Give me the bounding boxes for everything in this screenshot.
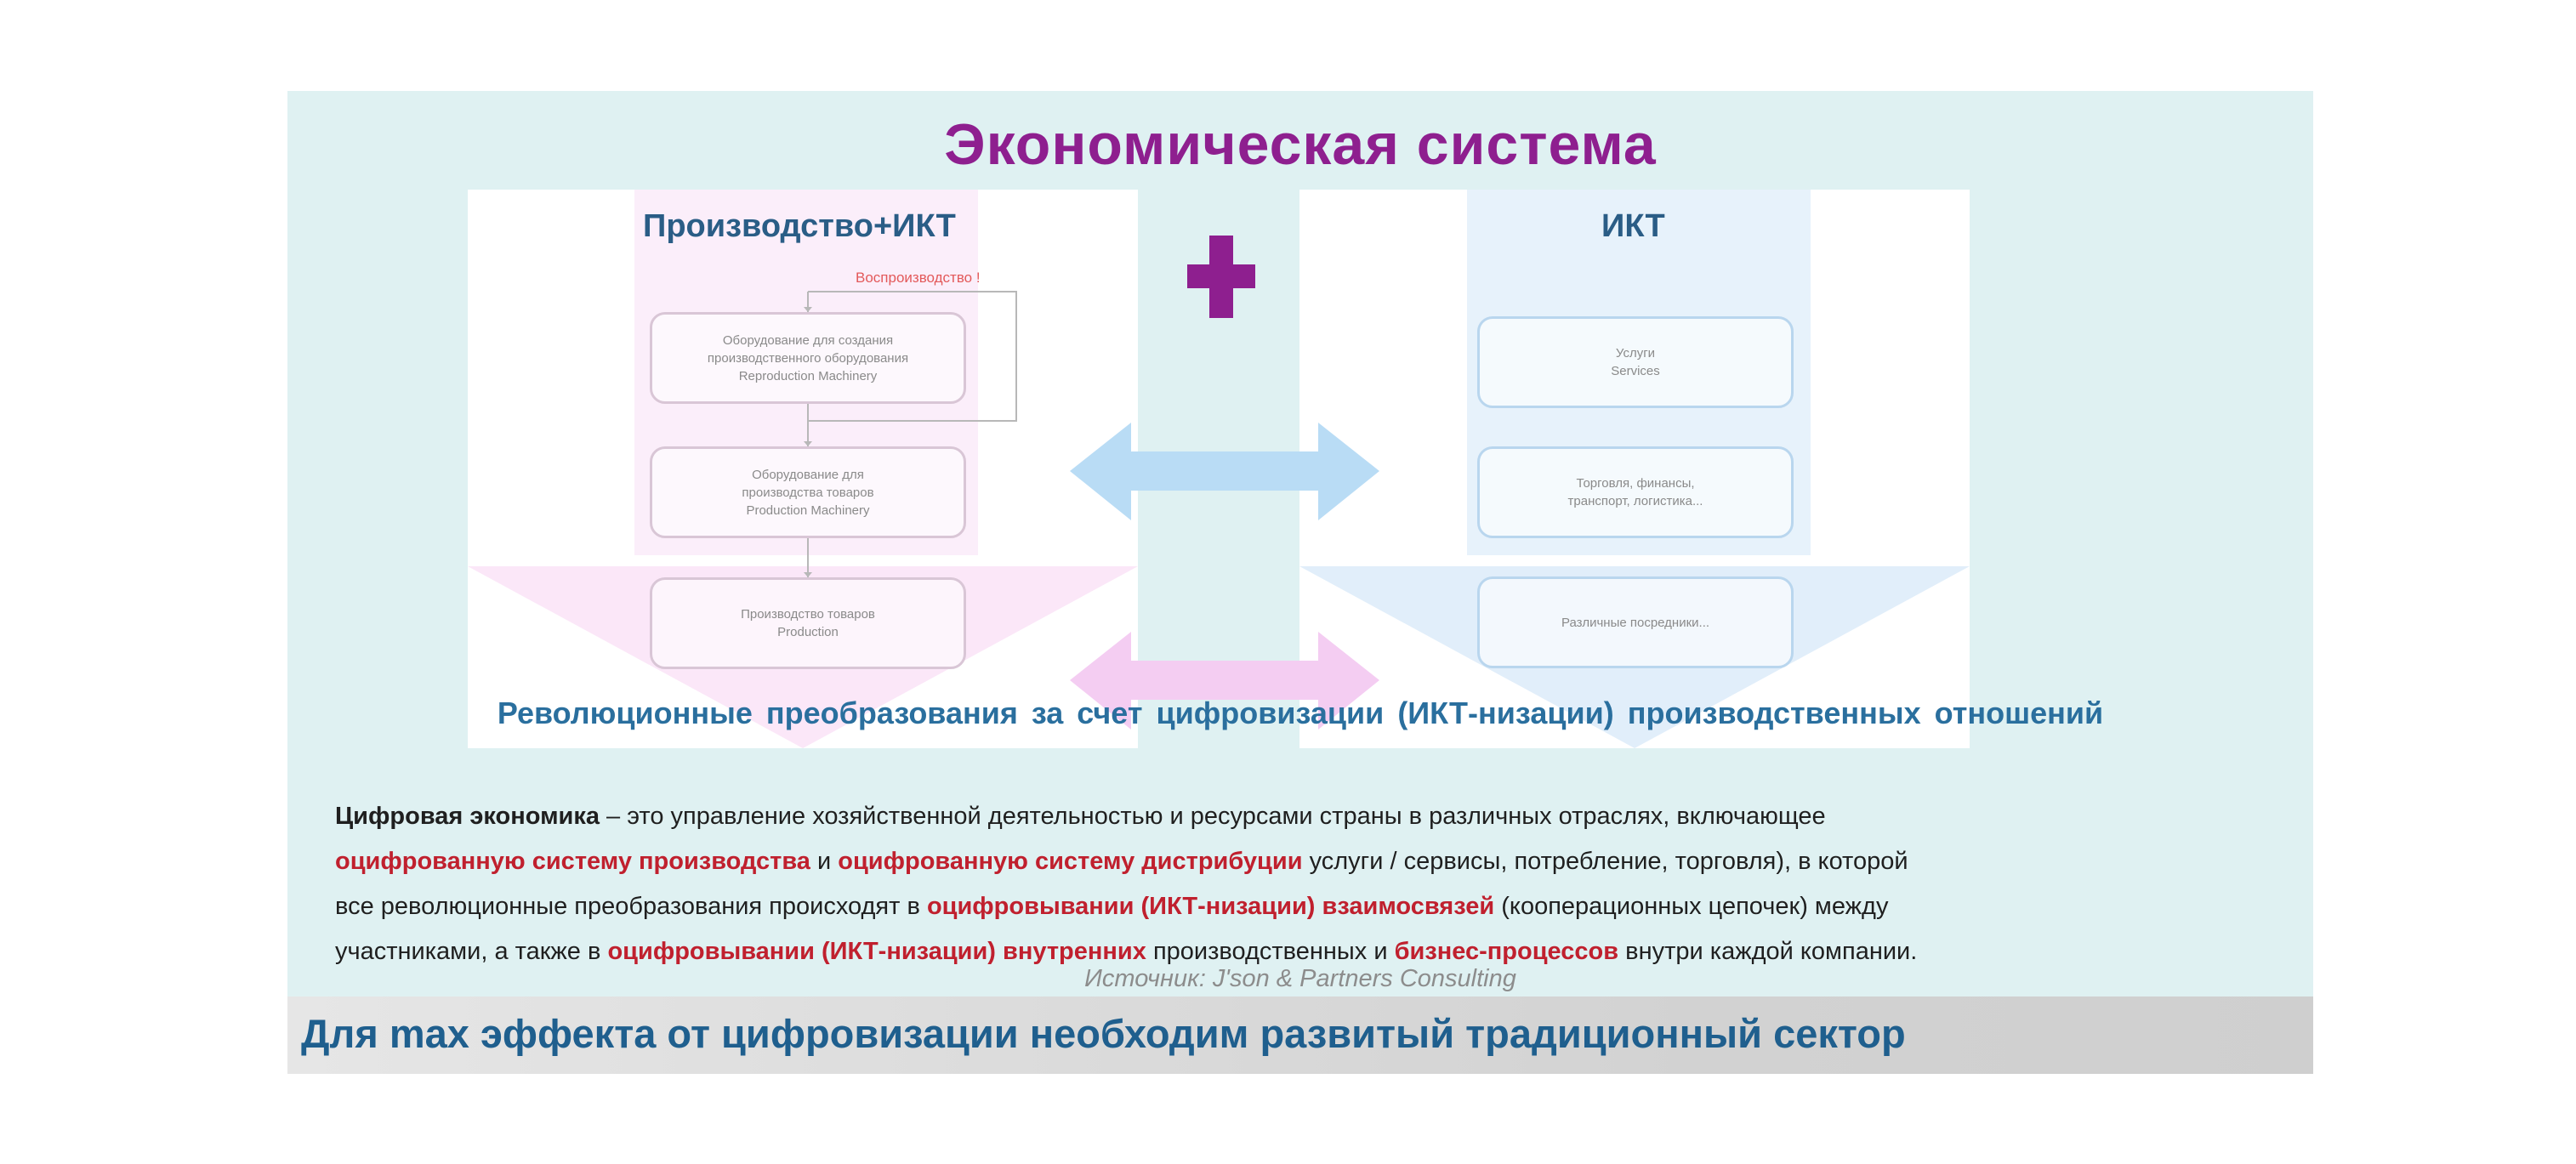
definition-emphasis: оцифровывании (ИКТ-низации) внутренних [607,938,1146,965]
definition-text: внутри каждой компании. [1618,938,1918,965]
plus-icon [1187,236,1255,318]
bottom-banner-text: Для max эффекта от цифровизации необходи… [301,1011,1906,1056]
definition-text: все революционные преобразования происхо… [335,893,927,920]
reproduction-label: Воспроизводство ! [856,270,981,286]
ict-title: ИКТ [1601,208,1665,244]
double-arrow-icon [1070,423,1379,520]
definition-emphasis: оцифрованную систему производства [335,848,810,875]
box-line: Производство товаров [741,607,875,622]
definition-term: Цифровая экономика [335,803,600,830]
slide: Экономическая система Производство+ИКТ В… [287,91,2313,1074]
definition-text: и [810,848,839,875]
digital-economy-definition: Цифровая экономика – это управление хозя… [335,794,2291,974]
definition-emphasis: оцифровывании (ИКТ-низации) взаимосвязей [926,893,1495,920]
box-line: Услуги [1615,346,1656,361]
definition-text: (кооперационных цепочек) между [1494,893,1889,920]
revolution-caption: Революционные преобразования за счет циф… [497,696,2104,730]
production-ict-panel: Производство+ИКТ Воспроизводство ! Обору… [468,190,1138,748]
definition-emphasis: бизнес-процессов [1394,938,1619,965]
definition-text: услуги / сервисы, потребление, торговля)… [1302,848,1908,875]
box-line: Различные посредники... [1561,615,1710,630]
reproduction-machinery-box: Оборудование для создания производственн… [650,312,966,404]
definition-text: производственных и [1146,938,1395,965]
box-line: Services [1611,364,1660,378]
slide-title: Экономическая система [944,112,1657,177]
box-line: Reproduction Machinery [738,368,878,383]
definition-text: участниками, а также в [335,938,608,965]
production-machinery-box: Оборудование для производства товаров Pr… [650,446,966,538]
trade-finance-box: Торговля, финансы, транспорт, логистика.… [1477,446,1794,538]
double-arrow-icon [1070,632,1379,730]
ict-panel: ИКТ Услуги Services Торговля, финансы, т… [1299,190,1970,748]
box-line: Production [777,625,839,639]
box-line: производства товаров [742,485,874,500]
box-line: Оборудование для создания [722,332,894,348]
bottom-banner: Для max эффекта от цифровизации необходи… [287,996,2313,1074]
source-note: Источник: J'son & Partners Consulting [1084,965,1516,992]
production-box: Производство товаров Production [650,577,966,669]
box-line: Торговля, финансы, [1576,476,1695,491]
production-ict-title: Производство+ИКТ [643,208,956,244]
box-line: производственного оборудования [707,350,909,366]
definition-emphasis: оцифрованную систему дистрибуции [838,848,1303,875]
services-box: Услуги Services [1477,316,1794,408]
box-line: Оборудование для [752,467,864,482]
intermediaries-box: Различные посредники... [1477,576,1794,668]
definition-text: – это управление хозяйственной деятельно… [600,803,1826,830]
box-line: транспорт, логистика... [1567,494,1703,508]
box-line: Production Machinery [746,503,870,518]
